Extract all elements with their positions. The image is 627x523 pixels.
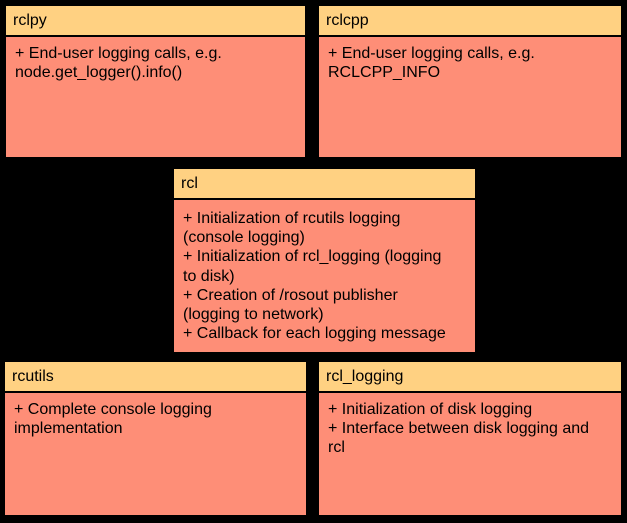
uml-class-rclcpp: rclcpp + End-user logging calls, e.g. RC… [317,4,623,159]
uml-class-rclpy-body: + End-user logging calls, e.g. node.get_… [15,45,222,82]
uml-class-rcl-logging-body: + Initialization of disk logging + Inter… [328,401,590,457]
uml-class-rcutils: rcutils + Complete console logging imple… [3,360,308,517]
uml-class-rclcpp-body: + End-user logging calls, e.g. RCLCPP_IN… [328,45,535,82]
uml-class-rcl-logging: rcl_logging + Initialization of disk log… [317,360,623,517]
uml-class-rcl: rcl + Initialization of rcutils logging … [172,167,477,354]
uml-class-rcl-title: rcl [174,169,475,200]
uml-class-rclpy-title: rclpy [6,6,305,37]
uml-class-rclcpp-title: rclcpp [319,6,621,37]
uml-class-rcl-body: + Initialization of rcutils logging (con… [183,210,446,343]
uml-class-rcutils-title: rcutils [5,362,306,393]
uml-class-rcl-logging-title: rcl_logging [319,362,621,393]
uml-class-rclpy: rclpy + End-user logging calls, e.g. nod… [4,4,307,159]
uml-class-rcutils-body: + Complete console logging implementatio… [14,401,212,438]
